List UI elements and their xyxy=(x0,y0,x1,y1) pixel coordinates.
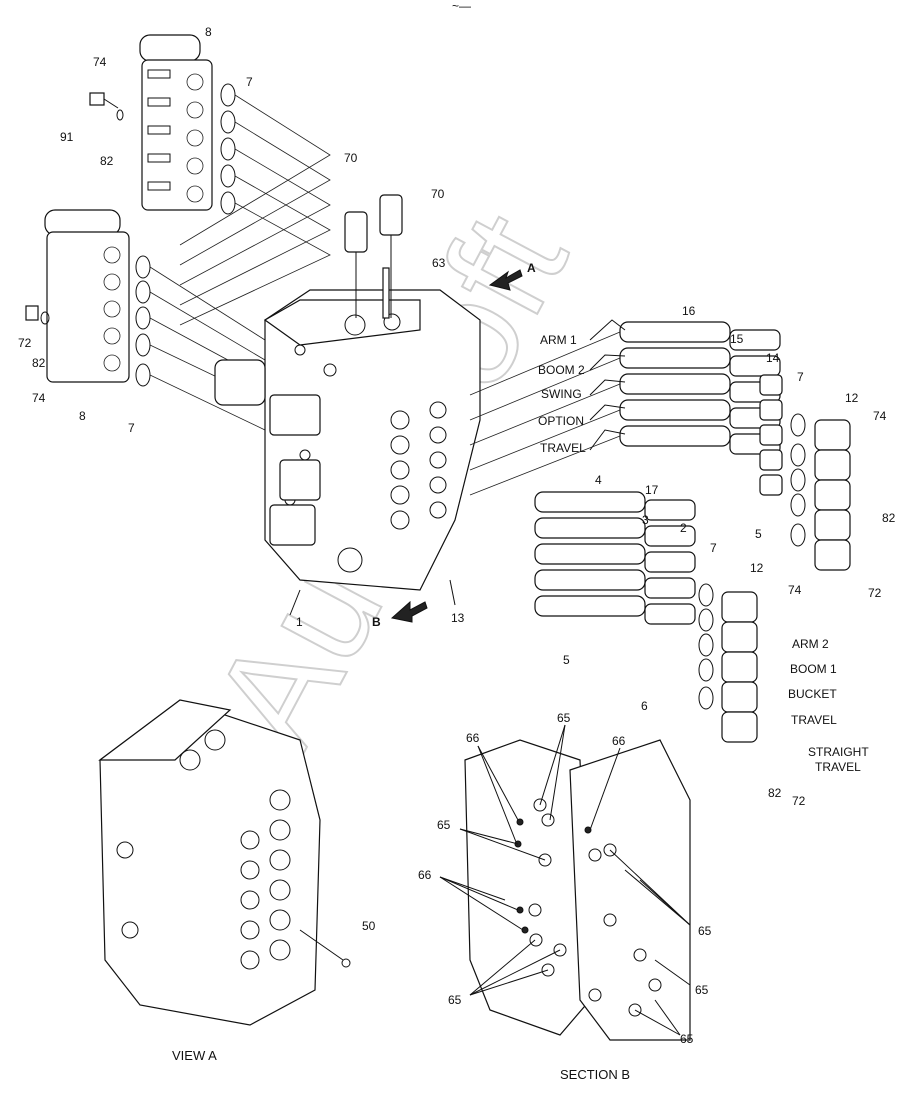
label-travel: TRAVEL xyxy=(540,441,586,455)
callout-5: 5 xyxy=(755,527,762,541)
callout-1: 1 xyxy=(296,615,303,629)
callout-6: 6 xyxy=(641,699,648,713)
callout-72: 72 xyxy=(18,336,32,350)
section-b-drawing xyxy=(439,724,691,1041)
label-swing: SWING xyxy=(541,387,582,401)
callout-13: 13 xyxy=(451,611,465,625)
spool-label-leaders xyxy=(289,319,626,616)
callout-82: 82 xyxy=(882,511,896,525)
callout-17: 17 xyxy=(645,483,659,497)
callout-65: 65 xyxy=(437,818,451,832)
spool-bank-lower xyxy=(534,491,758,743)
main-valve-block xyxy=(214,289,481,591)
cover-stack-lower xyxy=(25,209,266,431)
label-arm-2: ARM 2 xyxy=(792,637,829,651)
callout-a: A xyxy=(527,261,536,275)
arrow-b xyxy=(390,600,428,623)
callout-65: 65 xyxy=(680,1032,694,1046)
callout-7: 7 xyxy=(797,370,804,384)
callout-7: 7 xyxy=(128,421,135,435)
callout-72: 72 xyxy=(792,794,806,808)
callout-74: 74 xyxy=(873,409,887,423)
callout-65: 65 xyxy=(698,924,712,938)
callout-70: 70 xyxy=(431,187,445,201)
bolt-91 xyxy=(89,92,124,121)
callout-8: 8 xyxy=(205,25,212,39)
callout-74: 74 xyxy=(788,583,802,597)
callout-b: B xyxy=(372,615,381,629)
callout-15: 15 xyxy=(730,332,744,346)
label-arm-1: ARM 1 xyxy=(540,333,577,347)
plug-72 xyxy=(25,305,50,325)
callout-66: 66 xyxy=(418,868,432,882)
callout-65: 65 xyxy=(557,711,571,725)
spool-bank-upper xyxy=(469,321,851,571)
arrow-a xyxy=(488,269,523,291)
relief-valves-70 xyxy=(344,194,403,319)
callout-66: 66 xyxy=(466,731,480,745)
callout-91: 91 xyxy=(60,130,74,144)
header-mark: ~— xyxy=(452,0,471,13)
caption-section-b: SECTION B xyxy=(560,1067,630,1082)
callout-16: 16 xyxy=(682,304,696,318)
callout-50: 50 xyxy=(362,919,376,933)
callout-4: 4 xyxy=(595,473,602,487)
callout-63: 63 xyxy=(432,256,446,270)
callout-labels: 8 74 7 91 82 70 70 63 A 72 82 74 8 7 ARM… xyxy=(18,25,896,1046)
callout-2: 2 xyxy=(680,521,687,535)
callout-3: 3 xyxy=(642,513,649,527)
callout-74: 74 xyxy=(32,391,46,405)
label-option: OPTION xyxy=(538,414,584,428)
callout-65: 65 xyxy=(448,993,462,1007)
view-a-drawing xyxy=(98,699,351,1026)
callout-12: 12 xyxy=(750,561,764,575)
callout-82: 82 xyxy=(768,786,782,800)
label-travel-2: TRAVEL xyxy=(791,713,837,727)
callout-82: 82 xyxy=(100,154,114,168)
callout-82: 82 xyxy=(32,356,46,370)
callout-8: 8 xyxy=(79,409,86,423)
callout-72: 72 xyxy=(868,586,882,600)
callout-66: 66 xyxy=(612,734,626,748)
callout-5: 5 xyxy=(563,653,570,667)
callout-74: 74 xyxy=(93,55,107,69)
caption-view-a: VIEW A xyxy=(172,1048,217,1063)
cover-stack-upper xyxy=(89,34,331,326)
callout-7: 7 xyxy=(710,541,717,555)
callout-12: 12 xyxy=(845,391,859,405)
callout-7: 7 xyxy=(246,75,253,89)
callout-70: 70 xyxy=(344,151,358,165)
label-bucket: BUCKET xyxy=(788,687,837,701)
label-boom-1: BOOM 1 xyxy=(790,662,837,676)
callout-14: 14 xyxy=(766,351,780,365)
callout-65: 65 xyxy=(695,983,709,997)
label-straight-travel: TRAVEL xyxy=(815,760,861,774)
label-straight: STRAIGHT xyxy=(808,745,869,759)
label-boom-2: BOOM 2 xyxy=(538,363,585,377)
